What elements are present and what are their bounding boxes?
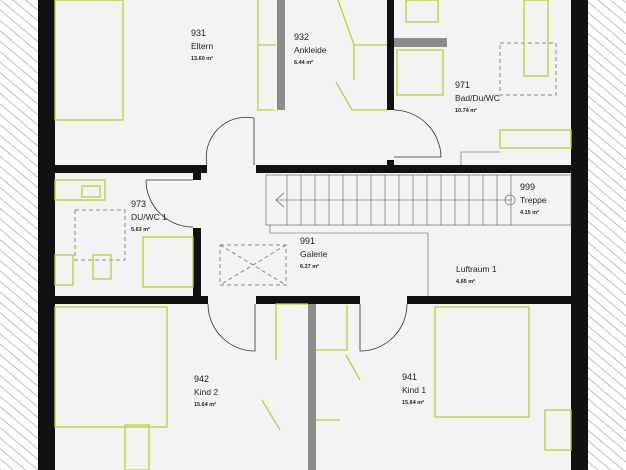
furniture — [54, 0, 572, 470]
room-area: 5.63 m² — [131, 226, 150, 233]
room-number: 941 — [402, 372, 417, 382]
roof-window — [499, 42, 557, 96]
room-name: Ankleide — [294, 45, 327, 55]
room-number: 991 — [300, 236, 315, 246]
desk — [124, 424, 150, 470]
room-number: 973 — [131, 199, 146, 209]
gallery-railing — [269, 225, 429, 296]
interior-walls — [55, 0, 571, 470]
room-name: Eltern — [191, 41, 213, 51]
room-number: 942 — [194, 374, 209, 384]
room-area: 6.27 m² — [300, 263, 319, 270]
room-area: 15.64 m² — [402, 399, 424, 406]
room-number: 999 — [520, 182, 535, 192]
roof-window — [219, 244, 287, 286]
room-area: 6.44 m² — [294, 59, 313, 66]
room-area: 4.65 m² — [456, 278, 475, 285]
toilet — [54, 254, 74, 286]
outer-wall-left — [38, 0, 55, 470]
room-name: Luftraum 1 — [456, 264, 497, 274]
wardrobe — [316, 305, 348, 351]
roof-slope-left — [0, 0, 38, 470]
wardrobe — [275, 303, 308, 360]
stair-start-icon — [504, 194, 516, 206]
room-name: Kind 2 — [194, 387, 218, 397]
room-area: 13.60 m² — [191, 55, 213, 62]
doors — [145, 109, 442, 352]
outer-wall-right — [571, 0, 588, 470]
room-number: 932 — [294, 32, 309, 42]
room-area: 4.15 m² — [520, 209, 539, 216]
washbasin — [499, 129, 572, 149]
room-name: Kind 1 — [402, 385, 426, 395]
room-name: DU/WC 1 — [131, 212, 167, 222]
desk — [544, 409, 572, 451]
bed — [54, 306, 168, 428]
bed — [54, 0, 124, 121]
wardrobe — [257, 0, 275, 111]
room-number: 971 — [455, 80, 470, 90]
room-area: 15.64 m² — [194, 401, 216, 408]
shower — [396, 49, 444, 96]
room-name: Treppe — [520, 195, 547, 205]
room-area: 10.74 m² — [455, 107, 477, 114]
roof-slope-right — [588, 0, 626, 470]
toilet — [405, 0, 439, 23]
washbasin — [54, 179, 106, 201]
arrow-left-icon — [275, 192, 285, 208]
room-name: Galerie — [300, 249, 328, 259]
shower — [142, 236, 194, 288]
room-name: Bad/Du/WC — [455, 93, 500, 103]
roof-window — [74, 209, 126, 261]
room-number: 931 — [191, 28, 206, 38]
bed — [434, 306, 530, 418]
staircase — [265, 174, 572, 296]
bathtub — [523, 0, 549, 77]
